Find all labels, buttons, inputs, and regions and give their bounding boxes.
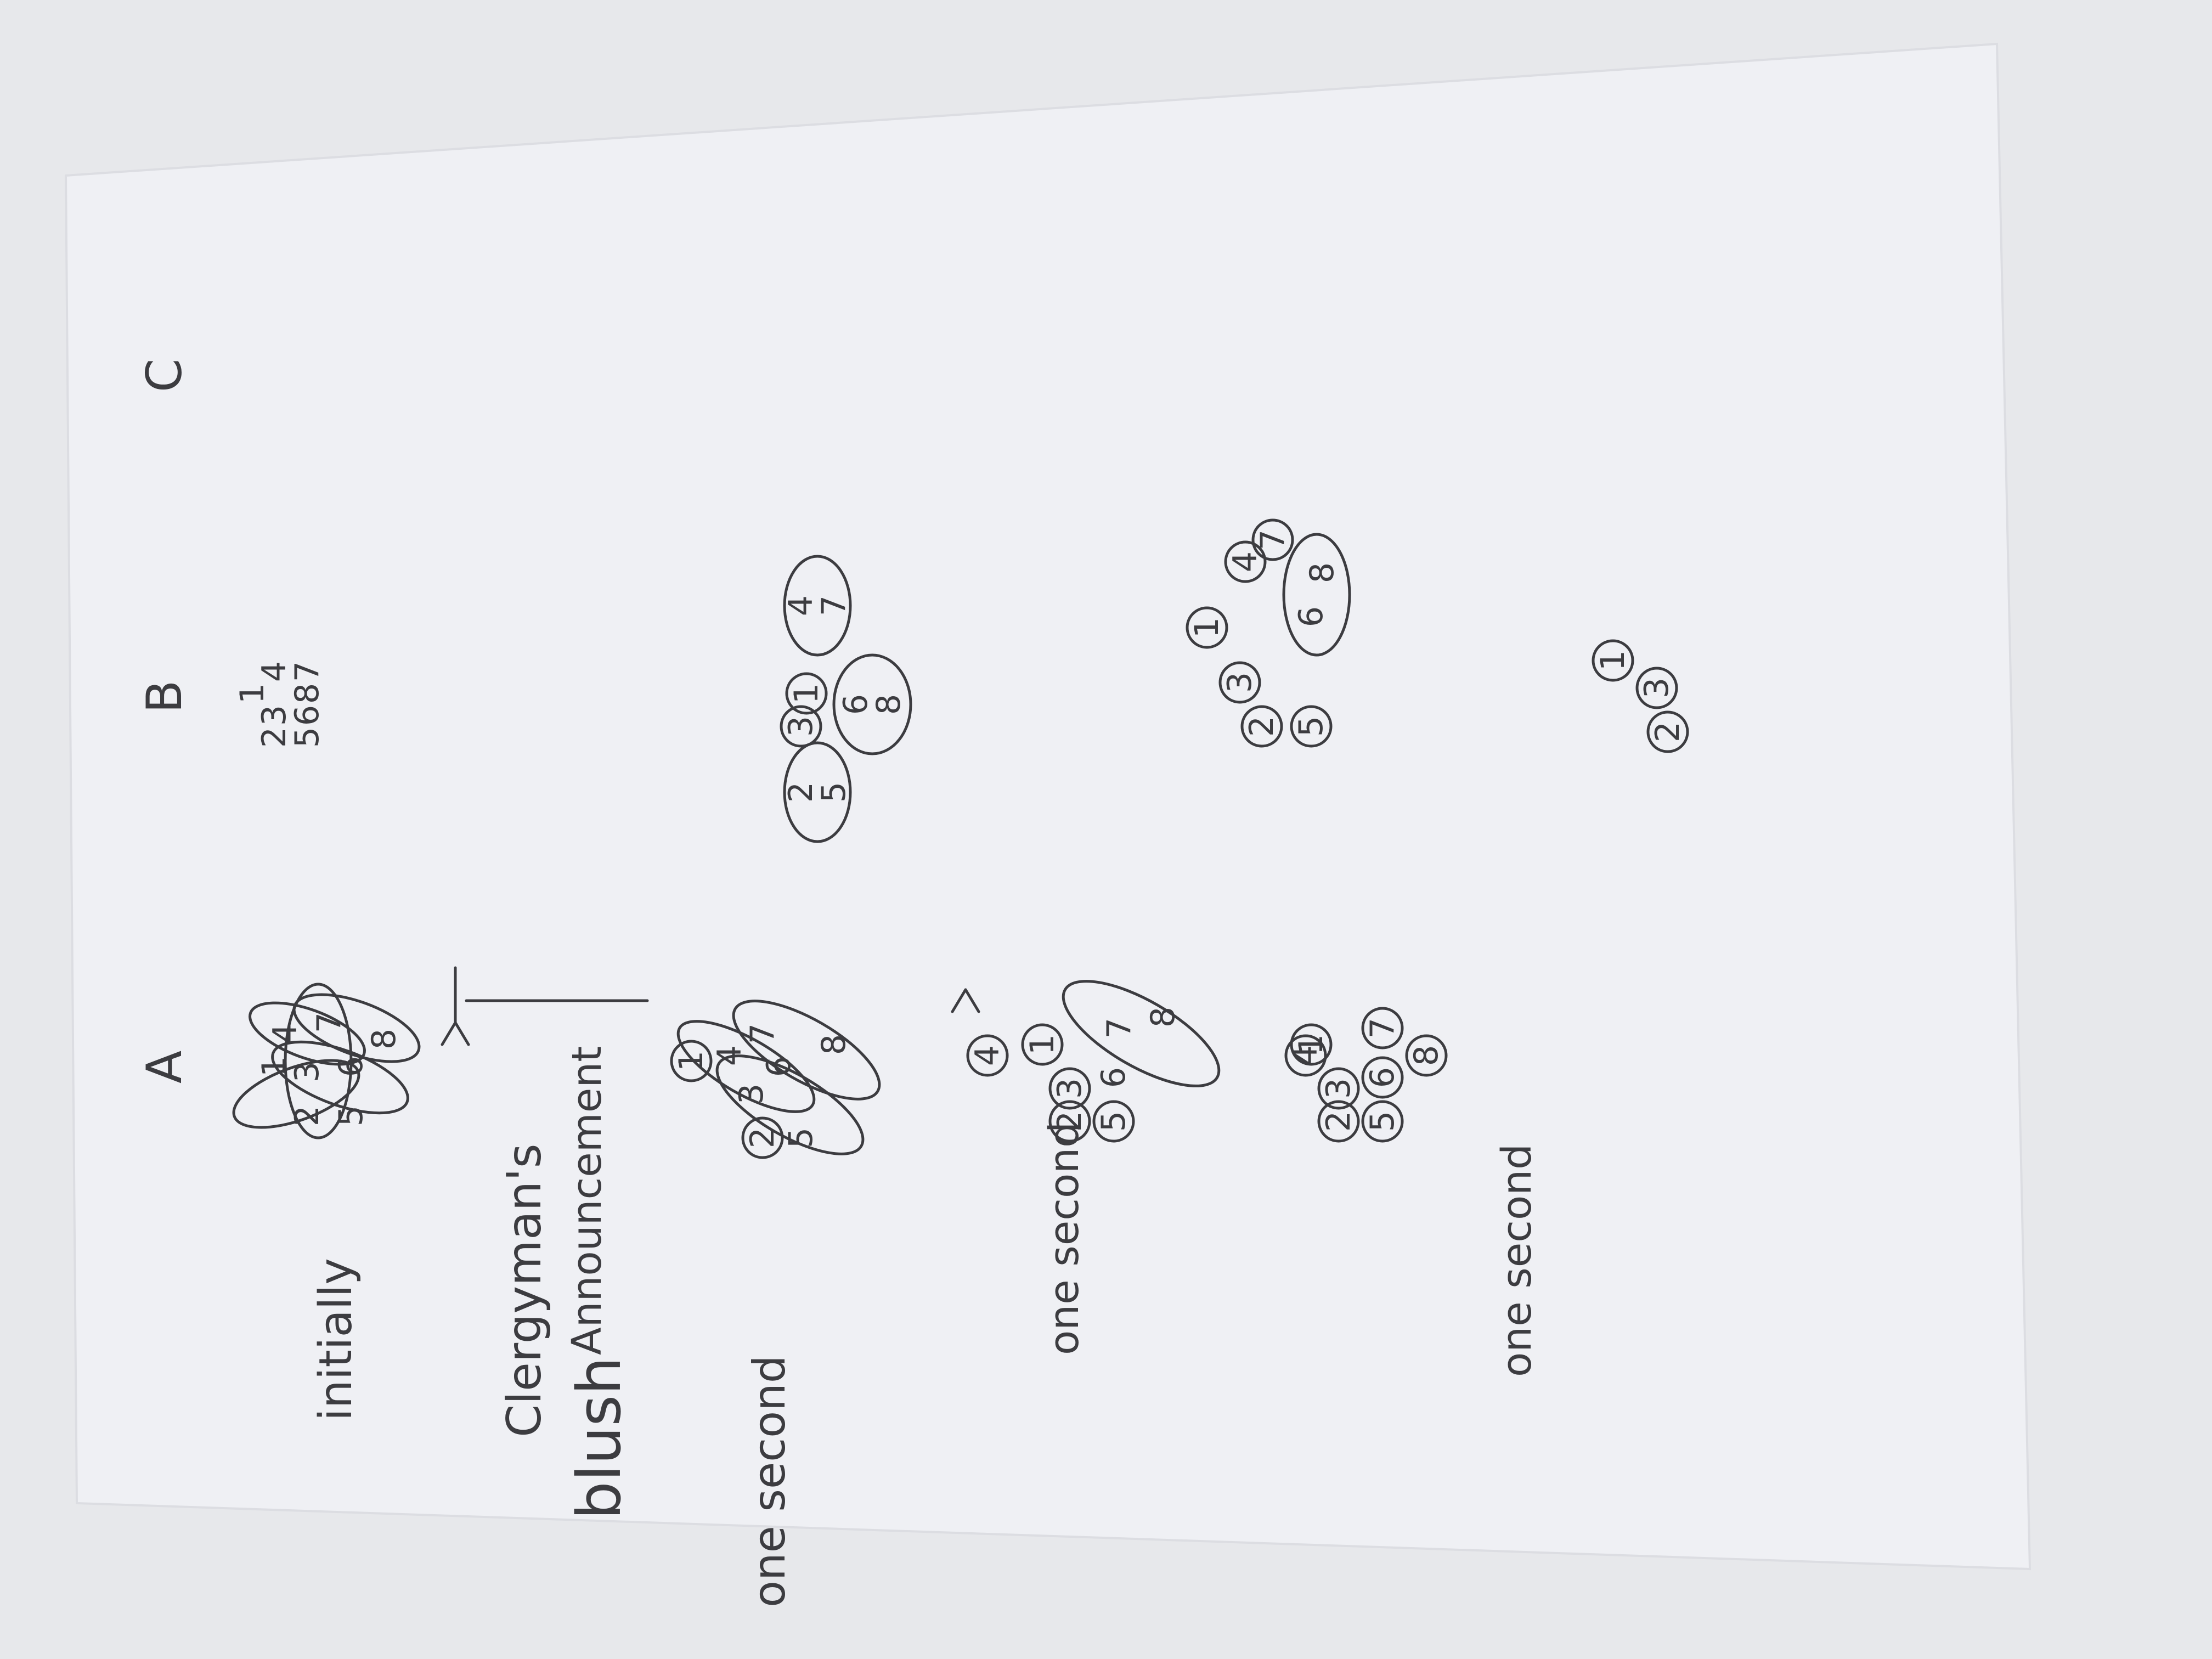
node-circle xyxy=(1284,1034,1327,1077)
arrow-head xyxy=(441,1021,470,1046)
row-label-initially-photo: initially xyxy=(310,1258,362,1421)
node-label: 3 xyxy=(1319,1078,1358,1099)
column-header-a-photo: A xyxy=(136,1051,193,1084)
node-circle xyxy=(785,672,828,715)
node-label: 8 xyxy=(815,1034,853,1055)
node-label: 8 xyxy=(870,694,908,715)
node-label: 2 xyxy=(782,782,820,803)
node-label: 3 xyxy=(782,716,820,737)
node-circle xyxy=(1251,518,1294,561)
row-label-clergyman-line1-photo: Clergyman's xyxy=(497,1143,552,1437)
node-label: 1 xyxy=(787,683,826,704)
node-label: 6 xyxy=(1094,1067,1133,1088)
node-circle xyxy=(1317,1100,1360,1143)
node-label: 6 xyxy=(837,694,875,715)
node-label: 7 xyxy=(743,1023,782,1044)
node-label: 7 xyxy=(1100,1018,1138,1039)
node-label: 4 xyxy=(782,595,820,616)
node-label: 4 xyxy=(1286,1045,1325,1066)
node-circle xyxy=(670,1040,713,1082)
node-label: 2 xyxy=(1319,1111,1358,1132)
row-label-one-second-1-photo: one second xyxy=(1041,1122,1088,1355)
node-circle xyxy=(1290,1023,1333,1066)
node-label: 5 xyxy=(1094,1111,1133,1132)
node-circle xyxy=(1646,710,1689,753)
grouping-ellipse xyxy=(783,555,852,657)
grouping-ellipse xyxy=(783,741,852,843)
node-label: 6 xyxy=(288,705,326,726)
paper-sheet xyxy=(64,42,2032,1571)
node-label: 6 xyxy=(1292,606,1330,627)
arrow-head xyxy=(951,988,980,1013)
node-label: 5 xyxy=(1363,1111,1402,1132)
node-circle xyxy=(1218,661,1261,704)
node-label: 1 xyxy=(1023,1034,1062,1055)
node-circle xyxy=(1290,705,1333,748)
node-label: 3 xyxy=(255,705,294,726)
row-label-clergyman-line2-photo: Announcement xyxy=(563,1046,611,1355)
node-label: 1 xyxy=(1594,650,1632,671)
grouping-ellipse xyxy=(232,1059,360,1129)
node-circle xyxy=(1048,1067,1091,1110)
node-label: 5 xyxy=(815,782,853,803)
node-circle xyxy=(1635,667,1678,709)
row-label-one-second-3: one second xyxy=(744,1355,795,1607)
node-circle xyxy=(1361,1056,1404,1099)
node-label: 2 xyxy=(1243,716,1281,737)
node-label: 3 xyxy=(288,1062,326,1082)
node-circle xyxy=(1317,1067,1360,1110)
node-circle xyxy=(1361,1007,1404,1049)
node-label: 8 xyxy=(1303,562,1341,583)
grouping-ellipse xyxy=(271,1040,409,1115)
grouping-ellipse xyxy=(1062,980,1221,1087)
node-circle xyxy=(1240,705,1283,748)
column-header-b-photo: B xyxy=(136,680,193,713)
row-label-one-second-2-photo: one second xyxy=(1493,1144,1541,1377)
node-label: 5 xyxy=(288,727,326,748)
node-label: 1 xyxy=(1188,617,1226,638)
row-label-blush-photo: blush xyxy=(564,1357,634,1520)
node-label: 3 xyxy=(1638,678,1676,698)
node-label: 1 xyxy=(672,1051,710,1071)
node-label: 2 xyxy=(743,1127,782,1148)
node-circle xyxy=(1405,1034,1448,1077)
node-circle xyxy=(1592,639,1634,682)
node-label: 7 xyxy=(1363,1018,1402,1039)
node-label: 3 xyxy=(1221,672,1259,693)
node-label: 8 xyxy=(1407,1045,1446,1066)
grouping-ellipse xyxy=(676,1020,816,1113)
node-circle xyxy=(1092,1100,1135,1143)
node-label: 4 xyxy=(255,661,294,682)
node-label: 5 xyxy=(1292,716,1330,737)
node-circle xyxy=(1021,1023,1064,1066)
grouping-ellipse xyxy=(1282,533,1351,657)
node-circle xyxy=(1186,606,1228,649)
node-circle xyxy=(1048,1100,1091,1143)
grouping-ellipse xyxy=(832,653,912,755)
column-header-c-photo: C xyxy=(136,359,193,392)
node-circle xyxy=(1361,1100,1404,1143)
node-label: 2 xyxy=(255,727,294,748)
node-label: 2 xyxy=(1649,721,1687,742)
node-circle xyxy=(1224,540,1267,583)
grouping-ellipse xyxy=(284,983,353,1139)
node-label: 7 xyxy=(815,595,853,616)
node-circle xyxy=(741,1116,784,1159)
node-circle xyxy=(966,1034,1009,1077)
grouping-ellipse xyxy=(732,1000,881,1101)
node-circle xyxy=(780,705,822,748)
node-label: 4 xyxy=(968,1045,1007,1066)
node-label: 8 xyxy=(288,683,326,704)
node-label: 6 xyxy=(1363,1067,1402,1088)
node-label: 8 xyxy=(365,1029,403,1049)
node-label: 1 xyxy=(233,683,272,704)
node-label: 2 xyxy=(1051,1111,1089,1132)
node-label: 7 xyxy=(288,661,326,682)
grouping-ellipse xyxy=(249,1001,366,1066)
node-label: 7 xyxy=(1254,529,1292,550)
node-label: 3 xyxy=(1051,1078,1089,1099)
